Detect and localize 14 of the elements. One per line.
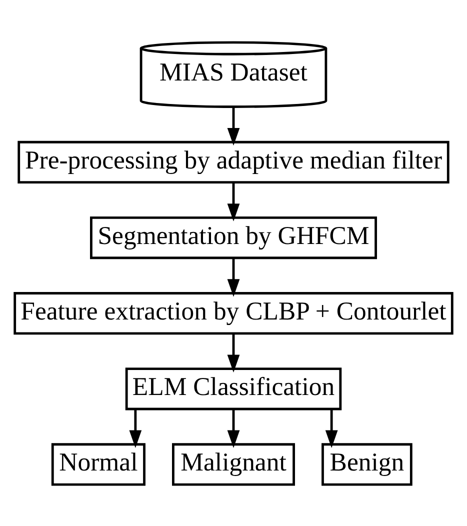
arrow [227, 333, 240, 372]
node-box: Pre-processing by adaptive median filter [18, 140, 450, 184]
node-box: Benign [322, 442, 412, 486]
arrow [227, 409, 240, 448]
arrow [227, 106, 240, 146]
arrow [227, 182, 240, 221]
arrow [129, 409, 142, 448]
node-box: ELM Classification [125, 367, 342, 410]
node-box: Malignant [172, 442, 295, 486]
node-box: Feature extraction by CLBP + Contourlet [14, 292, 454, 334]
node-box: Normal [51, 442, 146, 486]
node-box: Segmentation by GHFCM [90, 216, 377, 259]
arrow [325, 409, 338, 448]
arrow [227, 258, 240, 296]
